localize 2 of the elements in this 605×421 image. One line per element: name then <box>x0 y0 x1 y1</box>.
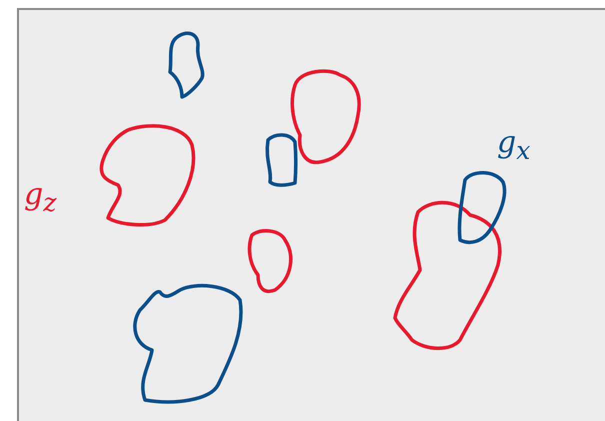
axis-label: g$_{z}$ <box>24 180 56 215</box>
axis-label: g$_{x}$ <box>497 128 530 163</box>
